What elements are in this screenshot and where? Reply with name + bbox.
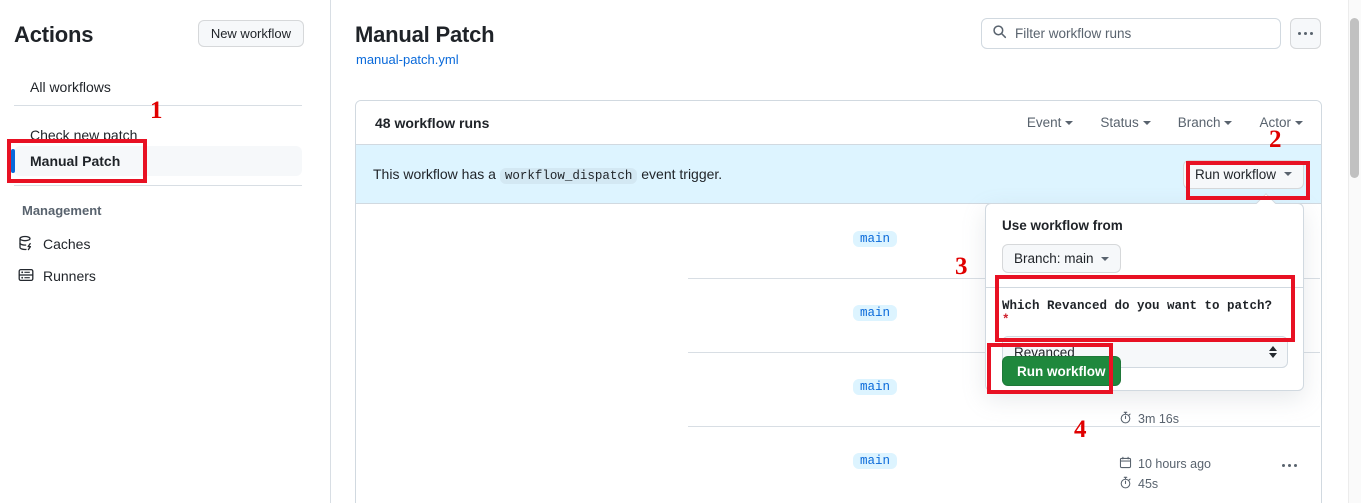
branch-badge: main [853, 453, 898, 469]
filter-event[interactable]: Event [1027, 115, 1074, 130]
chevron-down-icon [1284, 172, 1292, 176]
filter-branch[interactable]: Branch [1178, 115, 1233, 130]
sidebar-item-label: Check new patch [30, 127, 138, 143]
main-content: Manual Patch manual-patch.yml 48 workflo… [331, 0, 1348, 503]
workflow-runs-count: 48 workflow runs [375, 114, 490, 131]
run-workflow-panel: Use workflow from Branch: main Which Rev… [985, 193, 1304, 391]
sidebar-header: Actions New workflow [14, 20, 314, 54]
calendar-icon [1119, 456, 1132, 472]
workflow-dispatch-banner: This workflow has a workflow_dispatch ev… [356, 145, 1321, 204]
run-workflow-dropdown-button[interactable]: Run workflow [1182, 159, 1304, 189]
dispatch-message: This workflow has a workflow_dispatch ev… [373, 165, 723, 184]
sidebar-divider-1 [14, 105, 302, 106]
workflow-file-link[interactable]: manual-patch.yml [356, 52, 459, 67]
sidebar-section-management: Management [22, 203, 102, 218]
filter-actor[interactable]: Actor [1259, 115, 1303, 130]
sidebar-item-label: All workflows [30, 79, 111, 95]
chevron-down-icon [1100, 256, 1109, 261]
new-workflow-button[interactable]: New workflow [197, 20, 304, 47]
required-marker: * [1002, 313, 1010, 327]
sidebar-main-divider [330, 0, 331, 503]
chevron-down-icon [1295, 120, 1303, 125]
table-row[interactable]: main [356, 204, 1321, 278]
row-duration: 45s [1119, 474, 1249, 494]
row-meta: 10 hours ago 45s [1119, 454, 1249, 494]
row-timestamp: 10 hours ago [1119, 454, 1249, 474]
filter-actor-label: Actor [1259, 115, 1291, 130]
branch-selector-label: Branch: main [1014, 251, 1094, 266]
row-more-options-button[interactable] [1282, 464, 1297, 467]
sidebar-item-label: Manual Patch [30, 153, 121, 169]
stopwatch-icon [1119, 476, 1132, 492]
dispatch-text-before: This workflow has a [373, 165, 496, 182]
row-duration: 3m 16s [1119, 409, 1249, 429]
sidebar-item-label: Runners [43, 268, 96, 284]
kebab-horizontal-icon [1298, 32, 1313, 35]
table-row[interactable]: main 10 hours ago [356, 426, 1321, 500]
filter-branch-label: Branch [1177, 115, 1221, 130]
search-input[interactable] [1015, 26, 1270, 41]
sidebar-divider-2 [14, 185, 302, 186]
branch-badge: main [853, 305, 898, 321]
sidebar-title: Actions [14, 22, 94, 47]
sidebar-item-manual-patch[interactable]: Manual Patch [11, 146, 302, 176]
page-scrollbar-track[interactable] [1348, 0, 1361, 503]
panel-branch-section: Use workflow from Branch: main [986, 204, 1303, 285]
row-duration-label: 3m 16s [1138, 412, 1179, 426]
row-duration-label: 45s [1138, 477, 1159, 491]
workflow-runs-header: 48 workflow runs Event Status Branch [356, 101, 1321, 145]
search-icon [992, 24, 1007, 44]
server-icon [18, 267, 34, 286]
workflow-input-label: Which Revanced do you want to patch? * [1002, 299, 1287, 327]
select-spinner-icon [1269, 346, 1277, 358]
filter-event-label: Event [1026, 115, 1062, 130]
row-meta: 3m 16s [1119, 370, 1249, 429]
sidebar-item-all-workflows[interactable]: All workflows [14, 72, 302, 102]
branch-badge: main [853, 231, 898, 247]
filter-workflow-runs-box[interactable] [981, 18, 1281, 49]
chevron-down-icon [1065, 120, 1074, 125]
page-scrollbar-thumb[interactable] [1350, 18, 1359, 178]
dispatch-event-name: workflow_dispatch [499, 167, 638, 184]
panel-divider [986, 287, 1303, 288]
row-timestamp-label: 10 hours ago [1138, 457, 1211, 471]
filter-status-label: Status [1100, 115, 1139, 130]
filter-status[interactable]: Status [1100, 115, 1151, 130]
dispatch-text-after: event trigger. [641, 165, 723, 182]
page-title: Manual Patch [355, 22, 495, 47]
chevron-down-icon [1142, 120, 1151, 125]
cache-icon [18, 235, 34, 254]
branch-selector-button[interactable]: Branch: main [1002, 244, 1121, 273]
revanced-select-value: Revanced [1014, 344, 1075, 360]
stopwatch-icon [1119, 411, 1132, 427]
submit-run-workflow-button[interactable]: Run workflow [1002, 356, 1121, 386]
run-filters: Event Status Branch Actor [1027, 115, 1303, 130]
sidebar: Actions New workflow All workflows Check… [0, 0, 330, 503]
chevron-down-icon [1224, 120, 1233, 125]
sidebar-item-runners[interactable]: Runners [18, 262, 302, 290]
run-workflow-button-label: Run workflow [1194, 166, 1276, 182]
use-workflow-from-label: Use workflow from [1002, 218, 1123, 233]
sidebar-item-label: Caches [43, 236, 91, 252]
more-options-button[interactable] [1290, 18, 1321, 49]
row-divider [688, 426, 1320, 427]
workflow-input-label-text: Which Revanced do you want to patch? [1002, 299, 1273, 313]
branch-badge: main [853, 379, 898, 395]
sidebar-item-caches[interactable]: Caches [18, 230, 302, 258]
